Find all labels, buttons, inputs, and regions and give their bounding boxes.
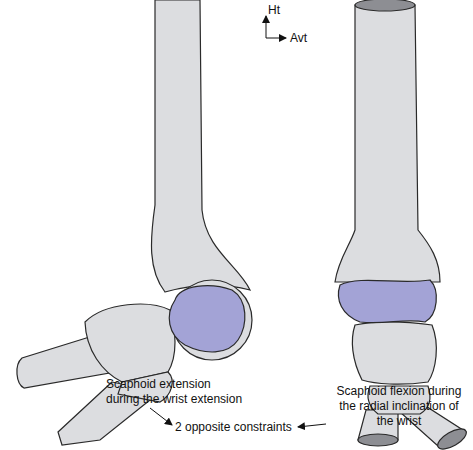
scaphoid-bone (338, 280, 436, 323)
lateral-view (17, 0, 252, 445)
scaphoid-bone (169, 286, 245, 352)
frontal-view (335, 0, 469, 450)
carpal-bone (85, 304, 175, 382)
annotation: Scaphoid flexion during the radial incli… (330, 384, 468, 429)
annotation: 2 opposite constraints (175, 420, 292, 435)
carpal-bone (352, 322, 436, 384)
bone-section (358, 434, 398, 446)
axis-label: Avt (290, 31, 307, 46)
annotation: Scaphoid extension during the wrist exte… (106, 377, 245, 407)
bone-section (355, 0, 415, 11)
bone-section (435, 425, 470, 450)
radius-bone (151, 0, 250, 292)
axis-label: Ht (268, 3, 280, 18)
radius-bone (335, 5, 440, 282)
axis-symbol (266, 16, 286, 38)
